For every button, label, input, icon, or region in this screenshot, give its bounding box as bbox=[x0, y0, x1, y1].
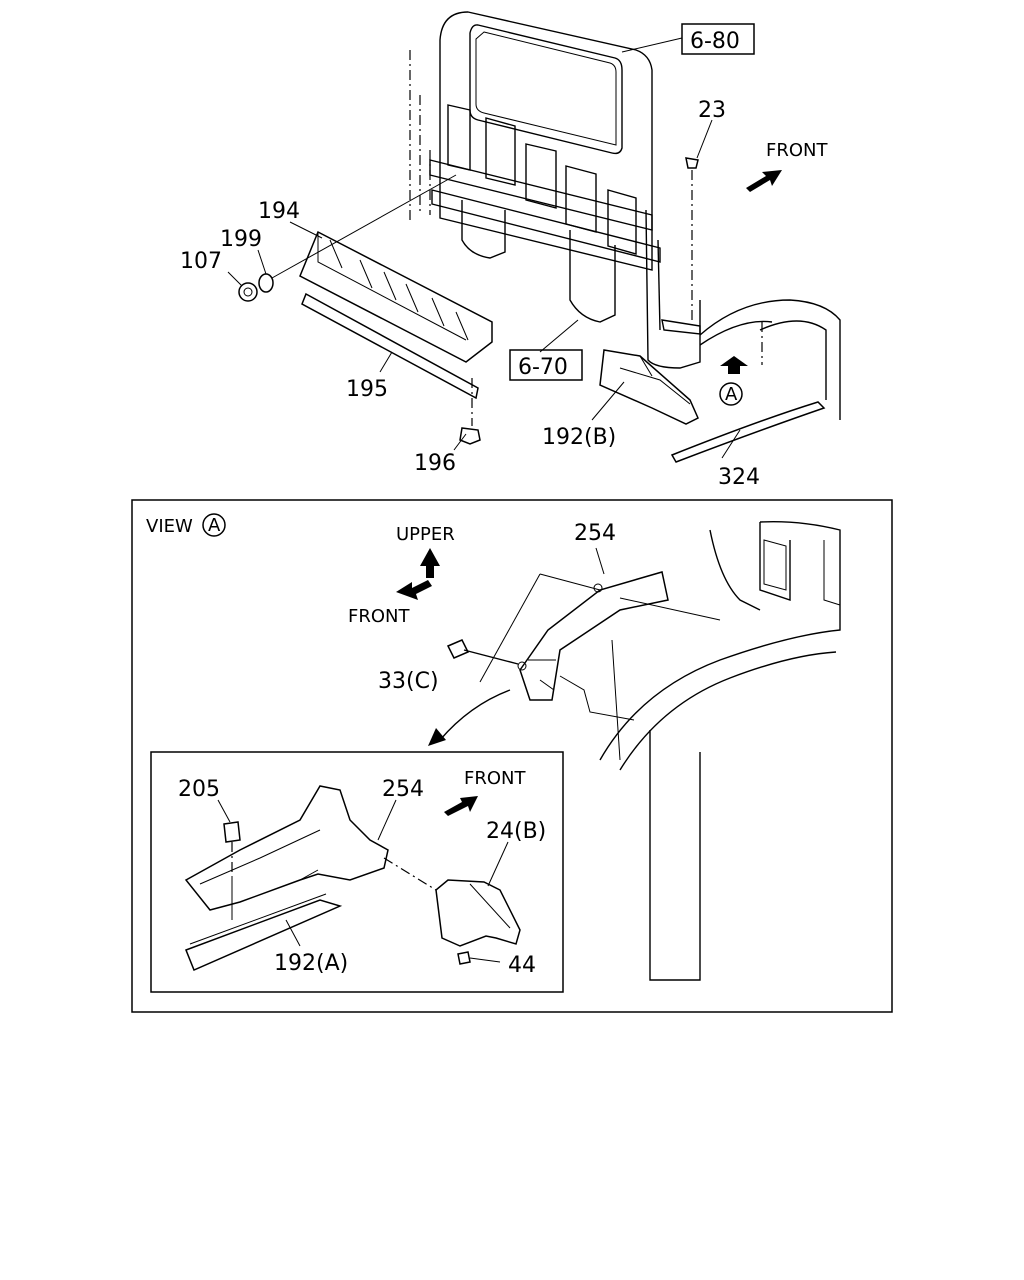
part-107-nut bbox=[238, 282, 258, 302]
part-194-bracket bbox=[299, 230, 493, 363]
upper-arrow-icon bbox=[420, 548, 440, 578]
part-205-clip bbox=[223, 821, 241, 843]
part-199-washer bbox=[258, 273, 274, 293]
part-24b-bracket bbox=[435, 879, 521, 947]
part-192b-guard bbox=[599, 349, 699, 425]
wheel-arch bbox=[699, 299, 841, 420]
front-arrow-icon bbox=[746, 170, 782, 192]
label-33c: 33(C) bbox=[378, 669, 439, 694]
ref-6-70: 6-70 bbox=[518, 355, 568, 380]
part-33c-bolt bbox=[446, 639, 519, 665]
label-44: 44 bbox=[508, 953, 536, 978]
leader-199-line bbox=[271, 174, 457, 279]
label-24b: 24(B) bbox=[486, 819, 546, 844]
label-254-view: 254 bbox=[574, 521, 616, 546]
label-107: 107 bbox=[180, 249, 222, 274]
label-196: 196 bbox=[414, 451, 456, 476]
label-192b: 192(B) bbox=[542, 425, 616, 450]
rear-fender bbox=[599, 521, 841, 981]
ref-box-6-70 bbox=[509, 349, 583, 381]
label-195: 195 bbox=[346, 377, 388, 402]
callout-arrow-icon bbox=[428, 728, 446, 746]
detail-frame bbox=[150, 751, 564, 993]
label-199: 199 bbox=[220, 227, 262, 252]
label-254-detail: 254 bbox=[382, 777, 424, 802]
ref-6-80: 6-80 bbox=[690, 29, 740, 54]
label-23: 23 bbox=[698, 98, 726, 123]
front-arrow-icon-view bbox=[396, 580, 432, 600]
view-a-arrow-icon bbox=[720, 356, 748, 374]
front-direction-label-view: FRONT bbox=[348, 606, 410, 627]
part-23-clip bbox=[685, 157, 699, 169]
view-a-frame bbox=[131, 499, 893, 1013]
part-254-bracket bbox=[517, 571, 669, 701]
ref-box-6-80 bbox=[681, 23, 755, 55]
part-44-screw bbox=[457, 951, 501, 965]
view-title-letter: A bbox=[208, 515, 221, 536]
front-direction-label-detail: FRONT bbox=[464, 768, 526, 789]
part-254-detail bbox=[184, 785, 389, 920]
label-205: 205 bbox=[178, 777, 220, 802]
view-a-marker-letter: A bbox=[725, 384, 738, 405]
part-195-strip bbox=[301, 292, 479, 400]
view-title-circle bbox=[202, 513, 226, 537]
view-a-marker bbox=[719, 382, 743, 406]
front-direction-label: FRONT bbox=[766, 140, 828, 161]
front-arrow-icon-detail bbox=[444, 796, 478, 816]
part-192a-strip bbox=[185, 893, 343, 971]
label-192a: 192(A) bbox=[274, 951, 348, 976]
label-324: 324 bbox=[718, 465, 760, 490]
label-194: 194 bbox=[258, 199, 300, 224]
part-196-clip bbox=[459, 427, 481, 445]
part-324-strip bbox=[670, 401, 826, 463]
upper-direction-label: UPPER bbox=[396, 524, 455, 545]
view-title: VIEW bbox=[146, 516, 193, 537]
